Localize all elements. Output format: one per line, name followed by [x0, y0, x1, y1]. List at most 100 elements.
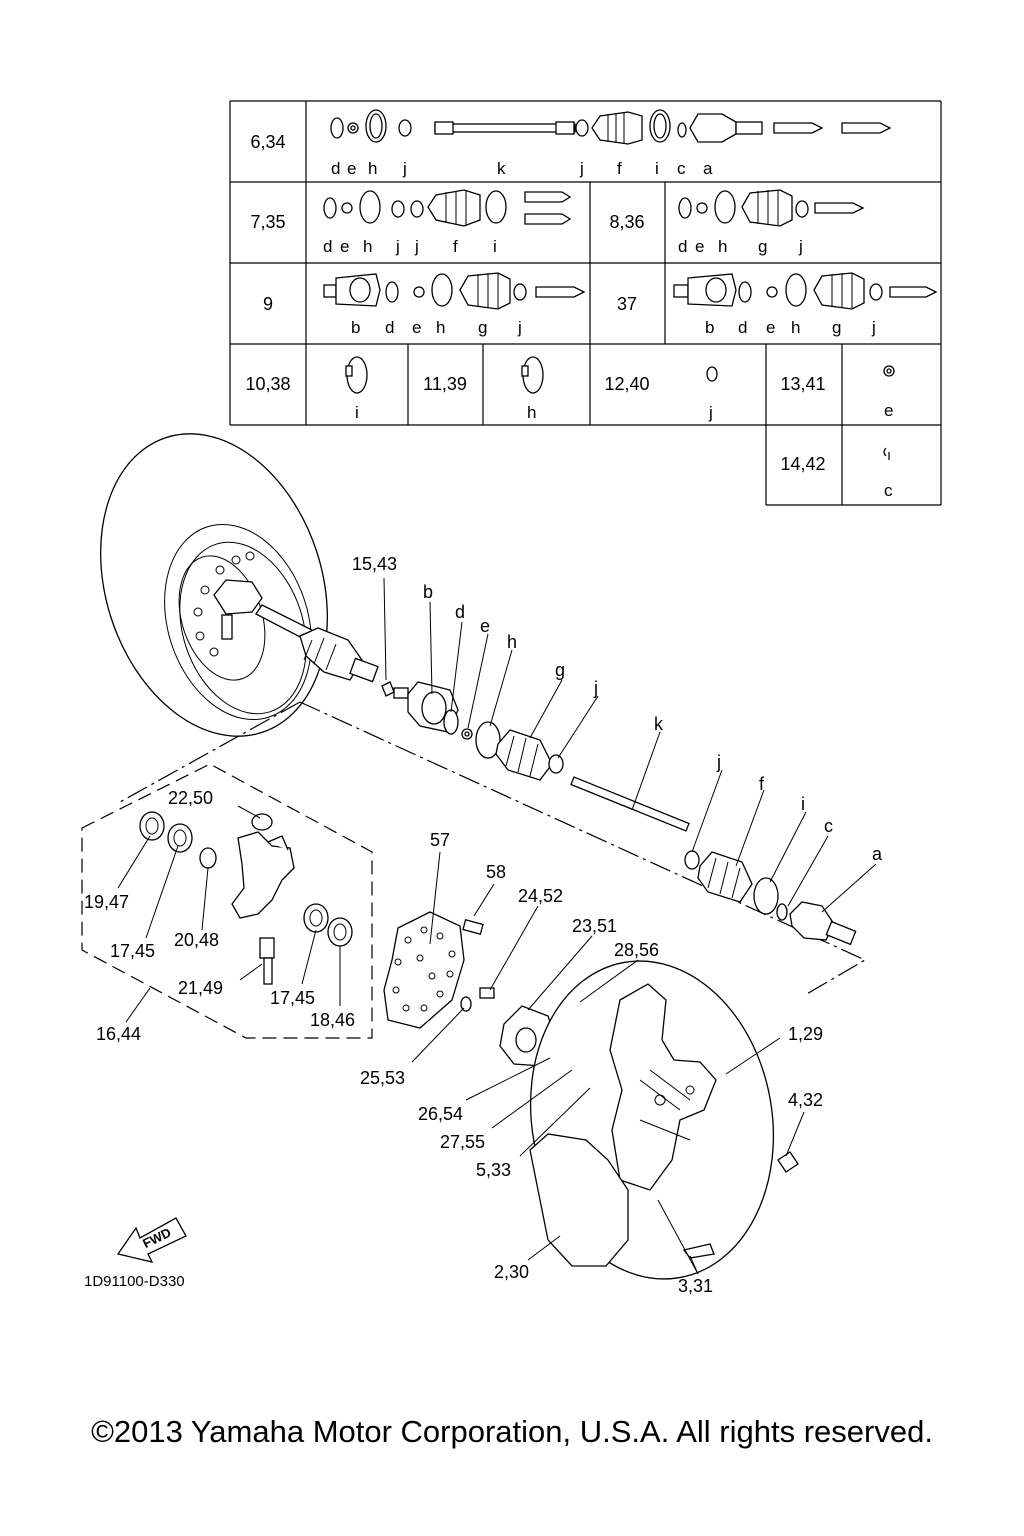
kit-ref: 14,42: [780, 454, 825, 474]
driveshaft-parts: [381, 681, 857, 946]
callout: a: [872, 844, 883, 864]
kit-letter: e: [412, 318, 421, 337]
callout: e: [480, 616, 490, 636]
callout: 20,48: [174, 930, 219, 950]
kit-single-parts: [345, 356, 895, 460]
callout: 17,45: [110, 941, 155, 961]
kit-parts-9: [323, 272, 586, 310]
callout: 15,43: [352, 554, 397, 574]
kit-letter: g: [758, 237, 767, 256]
kit-letter: j: [402, 159, 407, 178]
kit-letter: d: [331, 159, 340, 178]
right-wheel-drawing: [529, 960, 799, 1280]
kit-letter: g: [478, 318, 487, 337]
kit-ref: 37: [617, 294, 637, 314]
kit-letter: h: [436, 318, 445, 337]
callout: 5,33: [476, 1160, 511, 1180]
callout: 16,44: [96, 1024, 141, 1044]
callout: g: [555, 660, 565, 680]
leader-lines: [117, 577, 877, 1275]
kit-letter: e: [340, 237, 349, 256]
kit-letter: j: [395, 237, 400, 256]
callout: 2,30: [494, 1262, 529, 1282]
callout: c: [824, 816, 833, 836]
knuckle-group-box: [81, 763, 373, 1039]
kit-parts-7-35: [323, 189, 572, 227]
kit-letter: c: [677, 159, 686, 178]
kit-letter: f: [617, 159, 622, 178]
callout: j: [716, 752, 721, 772]
kit-table: 6,34 7,35 8,36 9 37 10,38 11,39 12,40 13…: [229, 100, 942, 506]
kit-letter: a: [703, 159, 713, 178]
callout: h: [507, 632, 517, 652]
callout: k: [654, 714, 664, 734]
callout: 22,50: [168, 788, 213, 808]
kit-letter: i: [493, 237, 497, 256]
kit-letter: h: [718, 237, 727, 256]
callout: b: [423, 582, 433, 602]
kit-letter: d: [738, 318, 747, 337]
callout: 23,51: [572, 916, 617, 936]
kit-letter: k: [497, 159, 506, 178]
kit-letter: d: [385, 318, 394, 337]
callout: i: [801, 794, 805, 814]
kit-letter: h: [368, 159, 377, 178]
callout: 26,54: [418, 1104, 463, 1124]
kit-letter: i: [355, 403, 359, 422]
callout: 3,31: [678, 1276, 713, 1296]
kit-parts-6-34: [330, 109, 892, 145]
kit-ref: 9: [263, 294, 273, 314]
callout: 19,47: [84, 892, 129, 912]
callout: 4,32: [788, 1090, 823, 1110]
kit-letter: i: [655, 159, 659, 178]
kit-letter: j: [414, 237, 419, 256]
callout: 17,45: [270, 988, 315, 1008]
fwd-arrow: FWD: [116, 1217, 187, 1263]
kit-ref: 6,34: [250, 132, 285, 152]
callout: 58: [486, 862, 506, 882]
callout: 27,55: [440, 1132, 485, 1152]
brake-disc: [383, 911, 484, 1029]
kit-parts-8-36: [678, 189, 865, 227]
kit-letter: j: [708, 403, 713, 422]
callout: j: [593, 678, 598, 698]
callout: 25,53: [360, 1068, 405, 1088]
callout: 57: [430, 830, 450, 850]
kit-letter: e: [884, 401, 893, 420]
kit-ref: 13,41: [780, 374, 825, 394]
callout: 24,52: [518, 886, 563, 906]
kit-parts-37: [673, 272, 938, 310]
kit-letter: h: [527, 403, 536, 422]
kit-ref: 12,40: [604, 374, 649, 394]
copyright-notice: ©2013 Yamaha Motor Corporation, U.S.A. A…: [91, 1414, 933, 1449]
callout: d: [455, 602, 465, 622]
kit-letter: g: [832, 318, 841, 337]
kit-letter: c: [884, 481, 893, 500]
callout: 18,46: [310, 1010, 355, 1030]
kit-ref: 10,38: [245, 374, 290, 394]
kit-letter: d: [323, 237, 332, 256]
kit-letter: b: [705, 318, 714, 337]
kit-ref: 7,35: [250, 212, 285, 232]
callout: 1,29: [788, 1024, 823, 1044]
kit-letter: e: [695, 237, 704, 256]
callout: 28,56: [614, 940, 659, 960]
kit-letter: j: [871, 318, 876, 337]
kit-letter: b: [351, 318, 360, 337]
callout-labels: 15,43 b d e h g j k j f i c a 22,50 19,4…: [84, 554, 883, 1296]
kit-letter: h: [791, 318, 800, 337]
kit-ref: 11,39: [423, 374, 467, 394]
axis-line: [119, 701, 867, 996]
kit-letter: f: [453, 237, 458, 256]
kit-letter: j: [798, 237, 803, 256]
left-wheel-drawing: [100, 433, 379, 737]
kit-letter: e: [347, 159, 356, 178]
kit-ref: 8,36: [609, 212, 644, 232]
callout: f: [759, 774, 765, 794]
kit-letter: d: [678, 237, 687, 256]
knuckle-parts: [139, 811, 353, 985]
kit-letter: j: [579, 159, 584, 178]
kit-letter: e: [766, 318, 775, 337]
kit-letter: j: [517, 318, 522, 337]
